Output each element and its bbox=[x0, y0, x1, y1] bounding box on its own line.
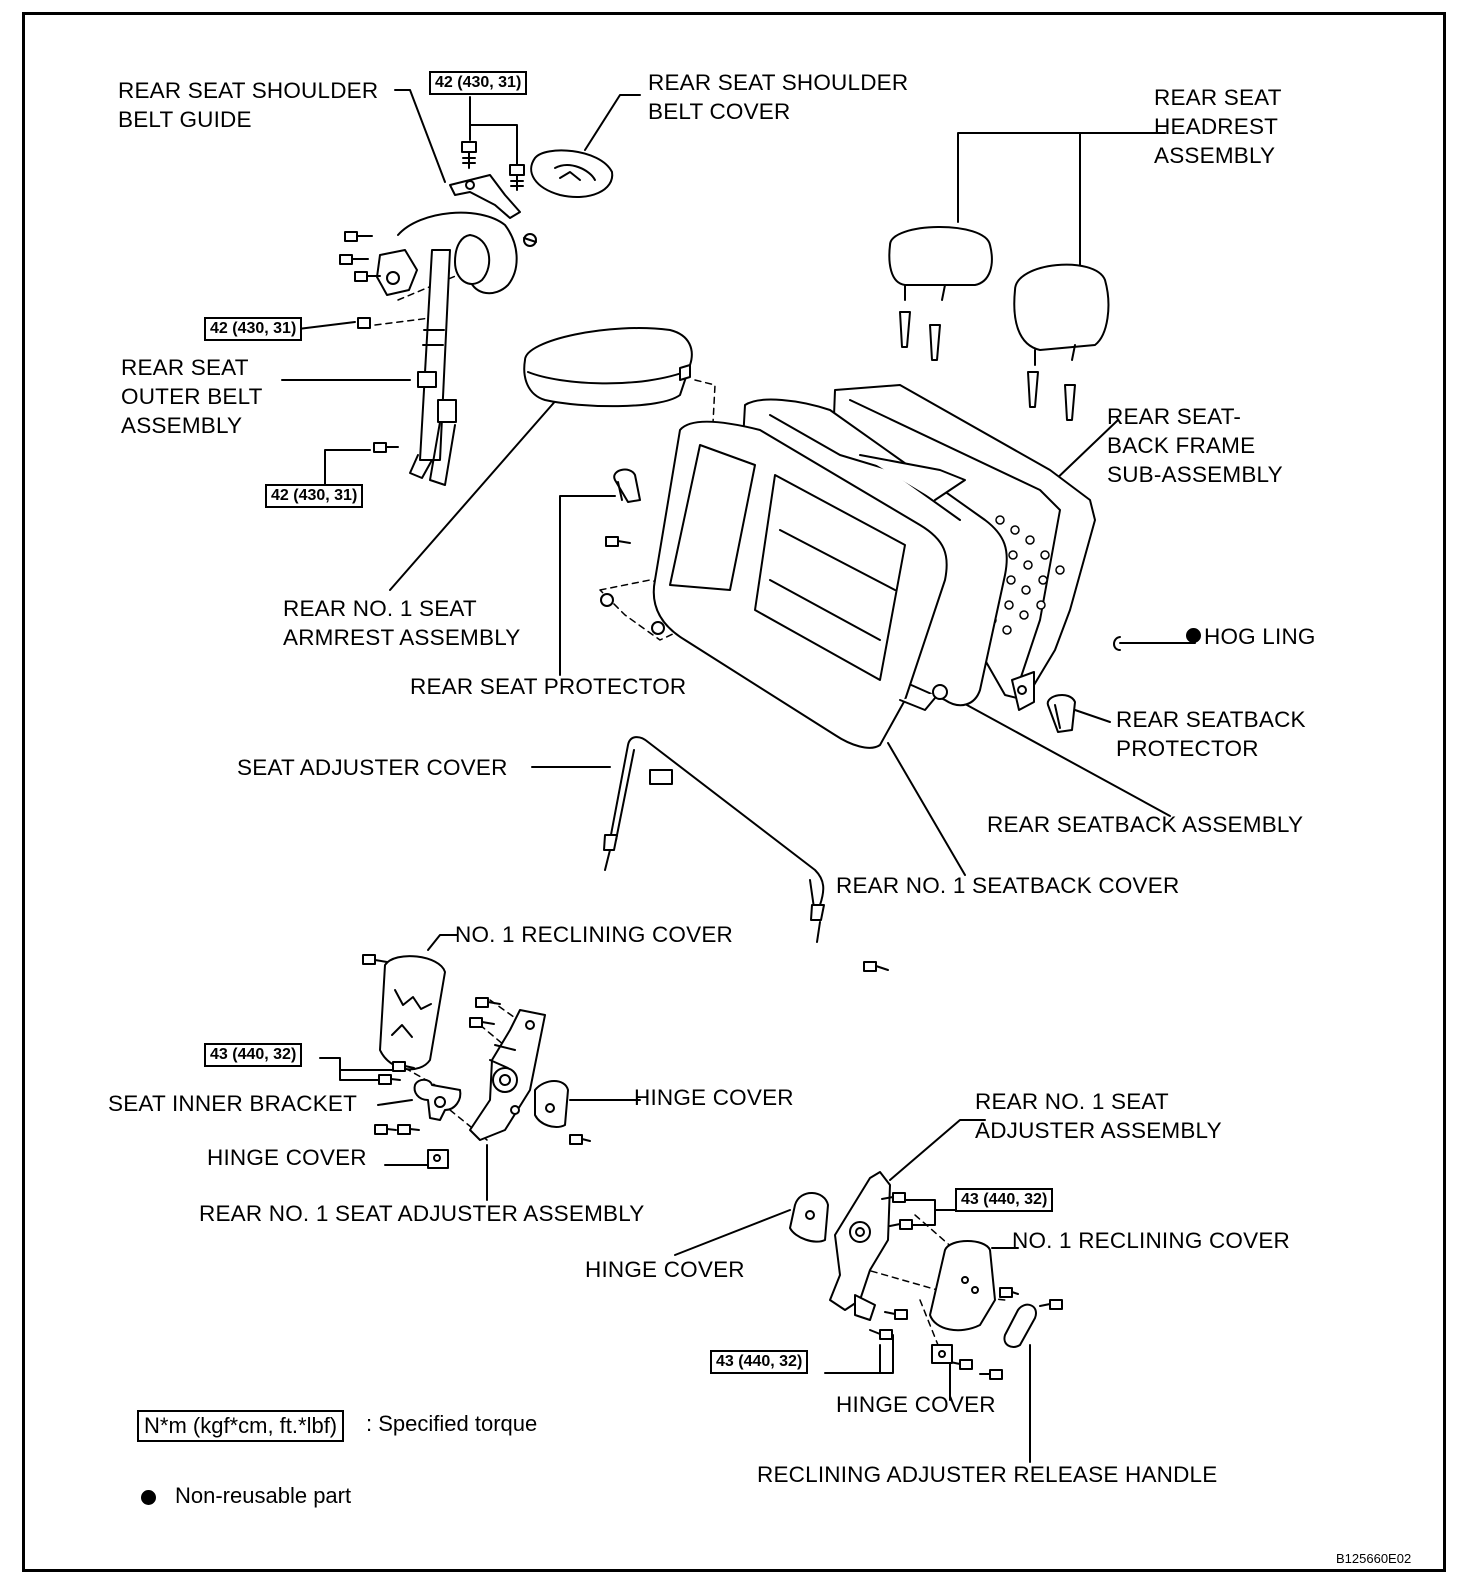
hinge-cover-c bbox=[789, 1192, 829, 1243]
bolt-guide-2 bbox=[509, 164, 525, 191]
label-seatback-frame-2: BACK FRAME bbox=[1107, 433, 1256, 458]
label-adjuster-assembly-right-2: ADJUSTER ASSEMBLY bbox=[975, 1118, 1222, 1143]
legend-torque-key: N*m (kgf*cm, ft.*lbf) bbox=[137, 1410, 345, 1442]
label-outer-belt-3: ASSEMBLY bbox=[121, 413, 243, 438]
headrest-right bbox=[1013, 263, 1110, 421]
bolts-belt bbox=[339, 231, 399, 453]
seat-inner-bracket bbox=[413, 1078, 462, 1121]
label-hinge-cover-d: HINGE COVER bbox=[836, 1392, 996, 1417]
label-reclining-cover-left: NO. 1 RECLINING COVER bbox=[455, 922, 734, 947]
nuts bbox=[600, 536, 948, 700]
armrest-assembly bbox=[523, 327, 693, 408]
label-armrest-1: REAR NO. 1 SEAT bbox=[283, 596, 477, 621]
torque-box-right-adjuster-lower: 43 (440, 32) bbox=[710, 1350, 809, 1374]
torque-box-shoulder-guide: 42 (430, 31) bbox=[429, 71, 528, 95]
label-reclining-cover-right: NO. 1 RECLINING COVER bbox=[1012, 1228, 1291, 1253]
label-seat-protector: REAR SEAT PROTECTOR bbox=[410, 674, 687, 699]
label-seatback-assembly: REAR SEATBACK ASSEMBLY bbox=[987, 812, 1304, 837]
label-adjuster-assembly-left: REAR NO. 1 SEAT ADJUSTER ASSEMBLY bbox=[199, 1201, 645, 1226]
label-seat-inner-bracket: SEAT INNER BRACKET bbox=[108, 1091, 358, 1116]
hinge-cover-a bbox=[534, 1080, 569, 1128]
diagram-frame bbox=[22, 12, 1446, 1572]
label-hinge-cover-b: HINGE COVER bbox=[207, 1145, 367, 1170]
torque-box-belt-upper: 42 (430, 31) bbox=[204, 317, 303, 341]
seat-adjuster-cover-cable bbox=[603, 736, 825, 943]
seatback-cover bbox=[652, 420, 948, 749]
adjuster-left bbox=[469, 1009, 546, 1141]
label-seatback-cover: REAR NO. 1 SEATBACK COVER bbox=[836, 873, 1180, 898]
torque-box-right-adjuster-upper: 43 (440, 32) bbox=[955, 1188, 1054, 1212]
hinge-cover-b bbox=[427, 1149, 449, 1169]
seatback-protector bbox=[1046, 694, 1076, 733]
bolts-right bbox=[869, 1192, 1063, 1380]
label-seatback-protector-2: PROTECTOR bbox=[1116, 736, 1259, 761]
torque-box-left-adjuster: 43 (440, 32) bbox=[204, 1043, 303, 1067]
label-release-handle: RECLINING ADJUSTER RELEASE HANDLE bbox=[757, 1462, 1218, 1487]
label-shoulder-belt-cover-1: REAR SEAT SHOULDER bbox=[648, 70, 909, 95]
reclining-cover-left bbox=[379, 955, 446, 1071]
label-headrest-2: HEADREST bbox=[1154, 114, 1279, 139]
leader-lines bbox=[281, 89, 1196, 1463]
nonreusable-dot-hog-ling bbox=[1186, 628, 1201, 643]
shoulder-belt-guide bbox=[449, 174, 521, 219]
torque-box-belt-lower: 42 (430, 31) bbox=[265, 484, 364, 508]
figure-code: B125660E02 bbox=[1336, 1551, 1412, 1566]
label-hinge-cover-c: HINGE COVER bbox=[585, 1257, 745, 1282]
label-seatback-frame-3: SUB-ASSEMBLY bbox=[1107, 462, 1283, 487]
label-hinge-cover-a: HINGE COVER bbox=[634, 1085, 794, 1110]
reclining-cover-right bbox=[929, 1240, 996, 1332]
legend-nonreusable: Non-reusable part bbox=[175, 1483, 352, 1508]
label-headrest-3: ASSEMBLY bbox=[1154, 143, 1276, 168]
label-headrest-1: REAR SEAT bbox=[1154, 85, 1282, 110]
label-outer-belt-2: OUTER BELT bbox=[121, 384, 263, 409]
bolts-left bbox=[362, 954, 591, 1145]
label-shoulder-belt-cover-2: BELT COVER bbox=[648, 99, 791, 124]
seat-protector bbox=[613, 468, 641, 503]
bolt-lone bbox=[863, 961, 889, 972]
label-seat-adjuster-cover: SEAT ADJUSTER COVER bbox=[237, 755, 508, 780]
label-hog-ling: HOG LING bbox=[1204, 624, 1316, 649]
shoulder-belt-cover bbox=[530, 149, 614, 198]
bolt-guide-1 bbox=[461, 141, 477, 169]
clip bbox=[523, 233, 537, 247]
label-adjuster-assembly-right-1: REAR NO. 1 SEAT bbox=[975, 1089, 1169, 1114]
label-armrest-2: ARMREST ASSEMBLY bbox=[283, 625, 521, 650]
hinge-cover-d bbox=[931, 1344, 953, 1364]
label-seatback-frame-1: REAR SEAT- bbox=[1107, 404, 1242, 429]
label-outer-belt-1: REAR SEAT bbox=[121, 355, 249, 380]
legend-torque-desc: : Specified torque bbox=[366, 1411, 538, 1436]
hog-ling bbox=[1113, 636, 1121, 651]
headrest-left bbox=[888, 226, 993, 361]
outer-belt-assembly bbox=[376, 211, 518, 486]
label-shoulder-belt-guide-2: BELT GUIDE bbox=[118, 107, 252, 132]
release-handle bbox=[1003, 1303, 1037, 1348]
adjuster-right bbox=[829, 1171, 891, 1321]
label-seatback-protector-1: REAR SEATBACK bbox=[1116, 707, 1306, 732]
legend-nonreusable-dot bbox=[141, 1490, 156, 1505]
label-shoulder-belt-guide-1: REAR SEAT SHOULDER bbox=[118, 78, 379, 103]
